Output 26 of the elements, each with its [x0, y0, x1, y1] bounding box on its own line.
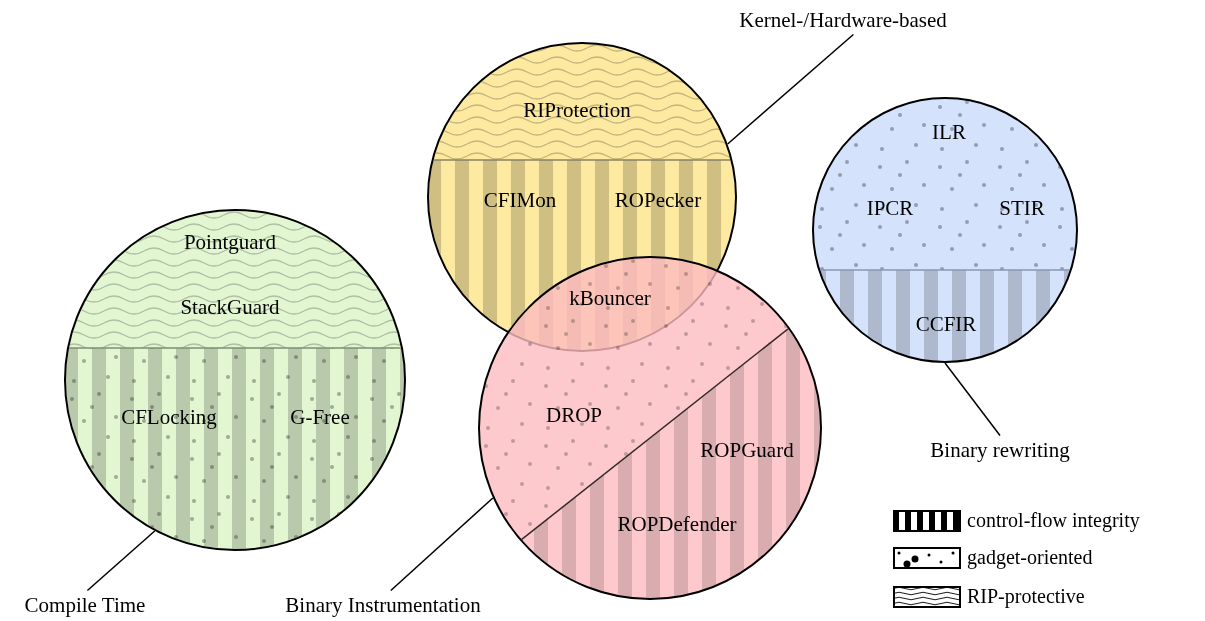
- technique-label: Pointguard: [183, 229, 277, 255]
- leader-line: [944, 362, 1001, 437]
- leader-line: [390, 497, 494, 592]
- technique-label: CCFIR: [915, 311, 977, 337]
- technique-label: ROPecker: [614, 187, 702, 213]
- legend-label: control-flow integrity: [967, 509, 1140, 532]
- technique-label: CFIMon: [483, 187, 557, 213]
- technique-label: DROP: [546, 402, 602, 428]
- technique-label: StackGuard: [180, 294, 280, 320]
- technique-label: ROPGuard: [700, 437, 794, 463]
- category-label: Compile Time: [24, 592, 146, 618]
- legend-label: gadget-oriented: [967, 546, 1093, 569]
- leader-line: [86, 530, 156, 592]
- category-label: Binary rewriting: [930, 437, 1070, 463]
- technique-label: IPCR: [866, 195, 914, 221]
- legend-label: RIP-protective: [967, 585, 1085, 608]
- technique-label: RIProtection: [523, 97, 631, 123]
- technique-label: ROPDefender: [617, 511, 737, 537]
- technique-label: CFLocking: [121, 404, 217, 430]
- category-label: Kernel-/Hardware-based: [739, 7, 947, 33]
- technique-label: ILR: [932, 119, 966, 145]
- technique-label: G-Free: [290, 404, 350, 430]
- technique-label: STIR: [999, 195, 1045, 221]
- category-label: Binary Instrumentation: [285, 592, 481, 618]
- leader-line: [726, 33, 855, 145]
- technique-label: kBouncer: [569, 285, 651, 311]
